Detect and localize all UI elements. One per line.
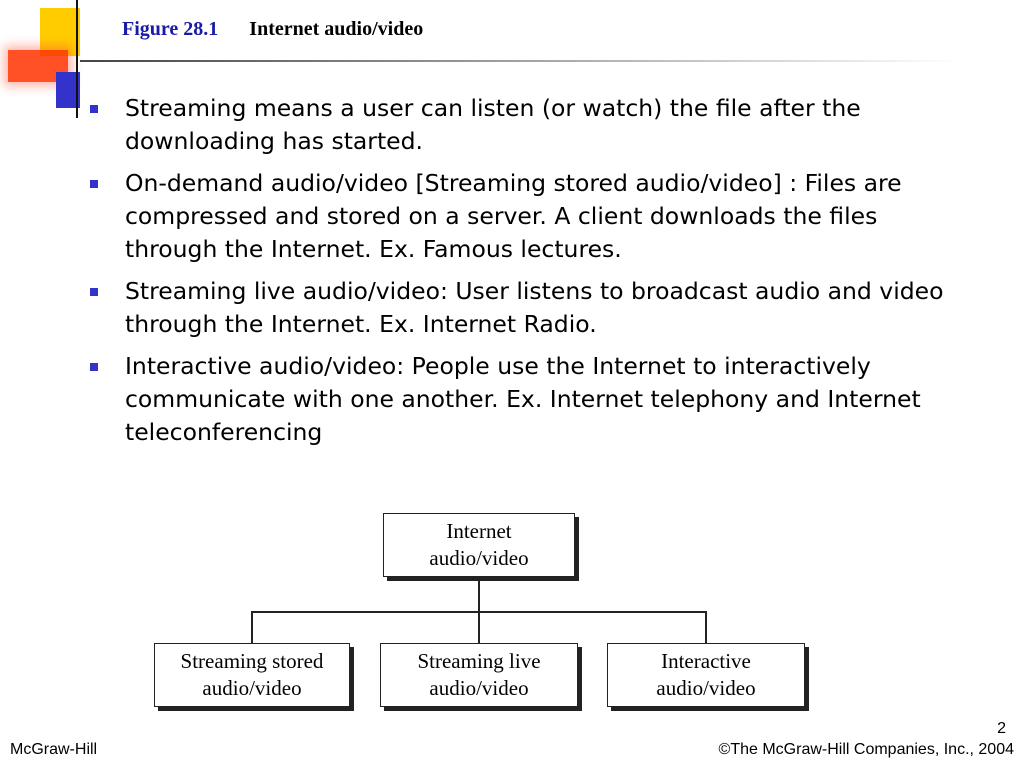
connector-middle-stem [478, 611, 480, 643]
node-line-1: Streaming live [417, 649, 541, 673]
node-line-2: audio/video [656, 676, 756, 700]
root-node-line-2: audio/video [429, 546, 529, 570]
root-node-internet-audio-video: Internet audio/video [383, 513, 575, 577]
figure-title: Internet audio/video [249, 18, 424, 40]
slide-title: Figure 28.1 Internet audio/video [122, 18, 423, 41]
connector-left-stem [251, 611, 253, 643]
decorative-yellow-square [40, 8, 80, 56]
node-interactive: Interactive audio/video [607, 643, 805, 707]
bullet-square-icon [90, 288, 98, 296]
footer-copyright: ©The McGraw-Hill Companies, Inc., 2004 [718, 741, 1014, 758]
decorative-vertical-line [76, 0, 78, 118]
bullet-square-icon [90, 363, 98, 371]
bullet-text: Streaming live audio/video: User listens… [125, 277, 944, 338]
bullet-list: Streaming means a user can listen (or wa… [86, 92, 956, 458]
node-line-2: audio/video [429, 676, 529, 700]
bullet-item: On-demand audio/video [Streaming stored … [86, 167, 956, 266]
bullet-text: On-demand audio/video [Streaming stored … [125, 169, 902, 263]
figure-label: Figure 28.1 [122, 18, 219, 40]
bullet-item: Interactive audio/video: People use the … [86, 350, 956, 449]
node-line-2: audio/video [202, 676, 302, 700]
root-node-line-1: Internet [446, 519, 512, 543]
node-streaming-live: Streaming live audio/video [380, 643, 578, 707]
node-line-1: Interactive [661, 649, 751, 673]
node-streaming-stored: Streaming stored audio/video [154, 643, 350, 707]
connector-root-stem [478, 578, 480, 612]
bullet-text: Streaming means a user can listen (or wa… [125, 94, 861, 155]
bullet-text: Interactive audio/video: People use the … [125, 352, 921, 446]
connector-right-stem [705, 611, 707, 643]
bullet-item: Streaming live audio/video: User listens… [86, 275, 956, 341]
decorative-horizontal-line [80, 60, 960, 62]
page-number: 2 [997, 720, 1006, 737]
node-line-1: Streaming stored [180, 649, 324, 673]
bullet-square-icon [90, 105, 98, 113]
bullet-item: Streaming means a user can listen (or wa… [86, 92, 956, 158]
footer-publisher: McGraw-Hill [10, 741, 98, 758]
bullet-square-icon [90, 180, 98, 188]
